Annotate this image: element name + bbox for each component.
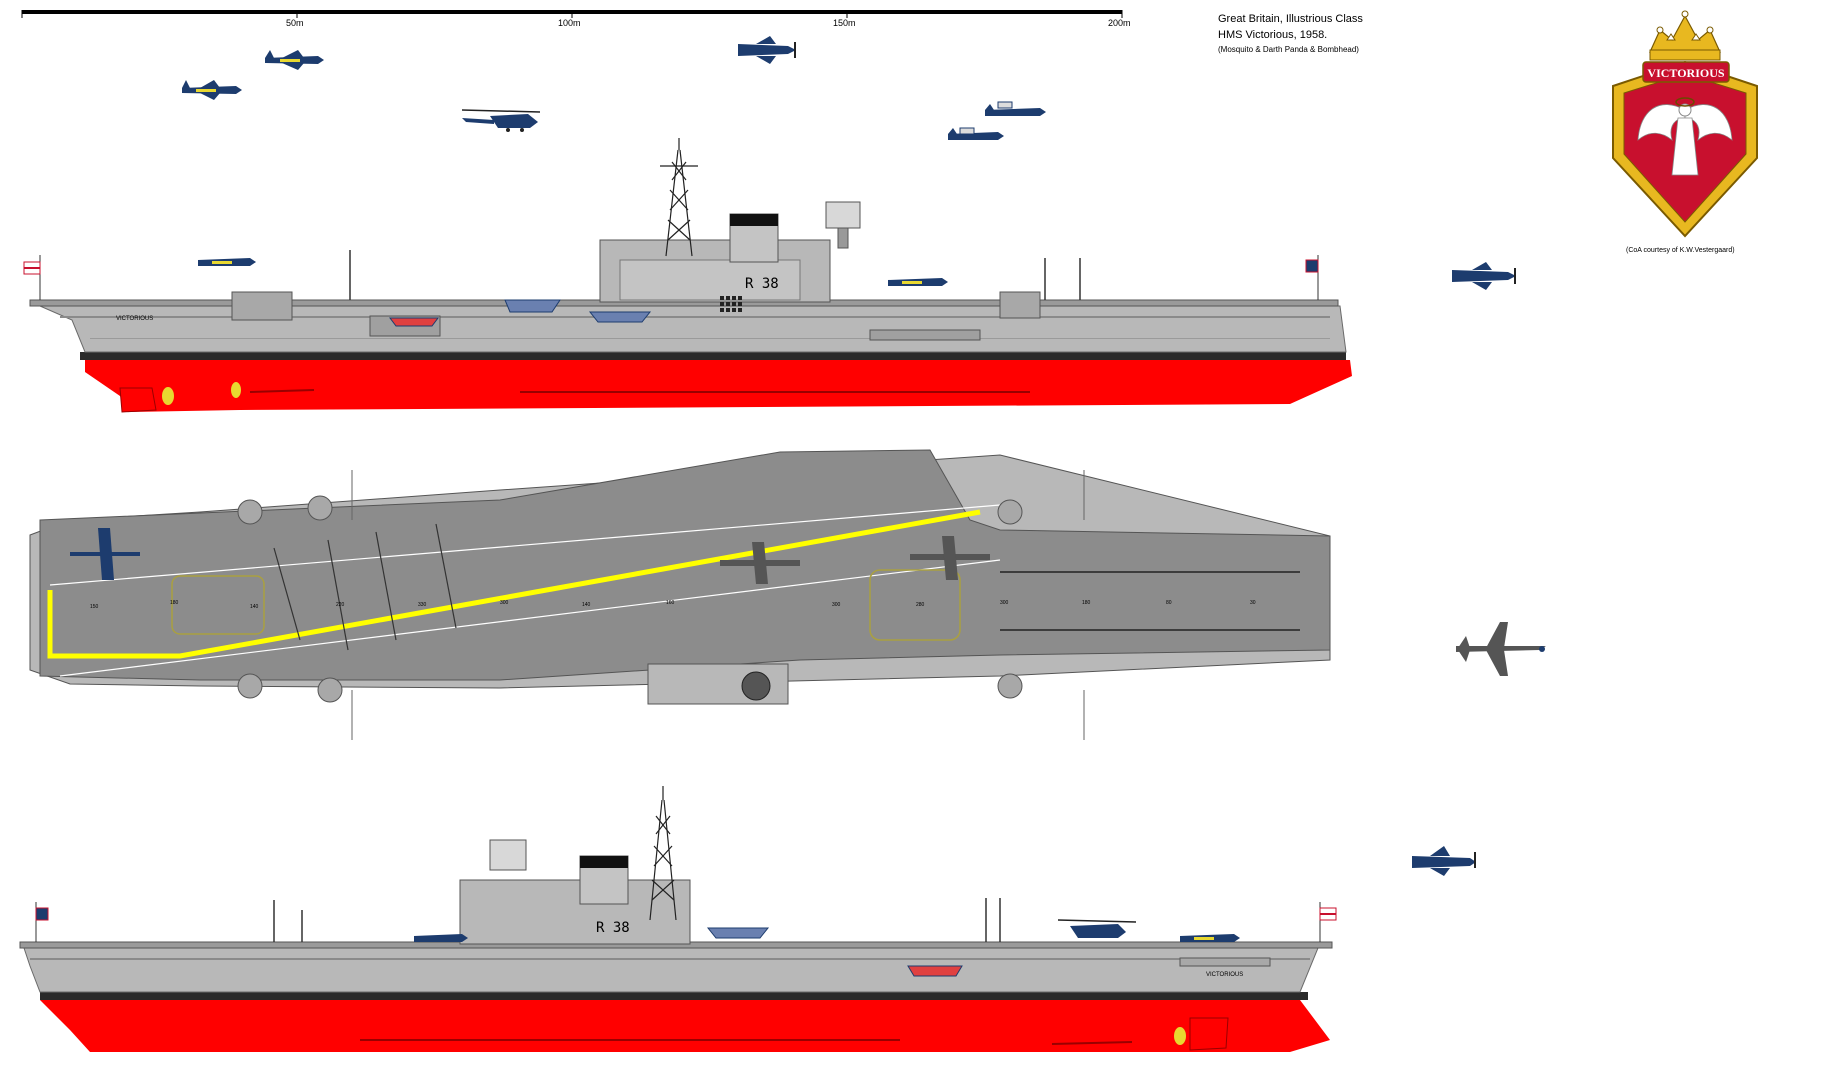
deck-number: 30 <box>1250 600 1256 606</box>
pennant-number-port: R 38 <box>596 920 630 936</box>
crest-banner-text: VICTORIOUS <box>1647 66 1724 80</box>
radar-984-icon <box>825 201 861 229</box>
deck-number: 160 <box>666 600 675 606</box>
ship-crest: VICTORIOUS (CoA courtesy of K.W.Vesterga… <box>1612 10 1758 254</box>
deck-lift <box>171 575 265 635</box>
hull-grey-port <box>23 947 1319 993</box>
ensign-flag-icon-port <box>1319 902 1337 942</box>
ship-profile-port: R 38 <box>19 786 1337 1052</box>
helicopter-flying-1 <box>461 109 541 132</box>
radar-984-icon-port <box>489 839 527 871</box>
stern-name-starboard: VICTORIOUS <box>116 316 153 322</box>
deck-number: 140 <box>582 602 591 608</box>
title-line-2: HMS Victorious, 1958. <box>1218 29 1327 41</box>
lattice-mast-icon <box>660 138 698 257</box>
deck-number: 300 <box>832 602 841 608</box>
deck-number: 330 <box>418 602 427 608</box>
title-line-3: (Mosquito & Darth Panda & Bombhead) <box>1218 45 1359 54</box>
lattice-mast-icon-port <box>649 786 677 921</box>
deck-number: 180 <box>170 600 179 606</box>
deck-lift <box>869 569 961 641</box>
ship-plan-view: 150 180 140 220 330 300 140 160 300 280 … <box>29 449 1331 740</box>
deck-number: 150 <box>90 604 99 610</box>
deck-number: 180 <box>1082 600 1091 606</box>
aircraft-jet-2 <box>265 50 324 70</box>
scale-label-150: 150m <box>833 18 856 28</box>
title-block: Great Britain, Illustrious Class HMS Vic… <box>1218 13 1363 54</box>
deck-number: 140 <box>250 604 259 610</box>
jack-flag-icon <box>1305 255 1319 300</box>
stern-name-port: VICTORIOUS <box>1206 972 1243 978</box>
deck-number: 220 <box>336 602 345 608</box>
scale-bar: 50m 100m 150m 200m <box>21 10 1131 28</box>
naval-crown-icon <box>1649 10 1721 61</box>
aircraft-twin-flying-2 <box>948 127 1004 140</box>
hull-boot-red <box>85 360 1352 412</box>
boat-icon <box>389 317 439 327</box>
aircraft-prop-flying-2 <box>1452 262 1516 290</box>
island-port <box>459 879 691 945</box>
deck-landing-line <box>47 509 981 659</box>
crest-credit: (CoA courtesy of K.W.Vestergaard) <box>1626 247 1735 254</box>
aircraft-twin-flying-1 <box>985 101 1046 116</box>
deck-number: 300 <box>1000 600 1009 606</box>
scale-label-200: 200m <box>1108 18 1131 28</box>
hull-boot-red-port <box>40 1000 1330 1052</box>
crest-banner <box>1642 61 1730 83</box>
aircraft-jet-1 <box>182 80 242 100</box>
deck-number: 80 <box>1166 600 1172 606</box>
aircraft-prop-flying-3 <box>1412 846 1476 876</box>
title-line-1: Great Britain, Illustrious Class <box>1218 13 1363 25</box>
aircraft-jet-topview <box>1456 622 1546 676</box>
winged-figure-icon <box>1637 97 1733 176</box>
scale-label-100: 100m <box>558 18 581 28</box>
scale-label-50: 50m <box>286 18 304 28</box>
pennant-number-starboard: R 38 <box>745 276 779 292</box>
aircraft-prop-flying-1 <box>738 36 796 64</box>
ensign-flag-icon <box>23 255 41 300</box>
jack-flag-icon-port <box>35 902 49 942</box>
ship-profile-starboard: R 38 <box>23 138 1352 413</box>
deck-number: 280 <box>916 602 925 608</box>
deck-number: 300 <box>500 600 509 606</box>
